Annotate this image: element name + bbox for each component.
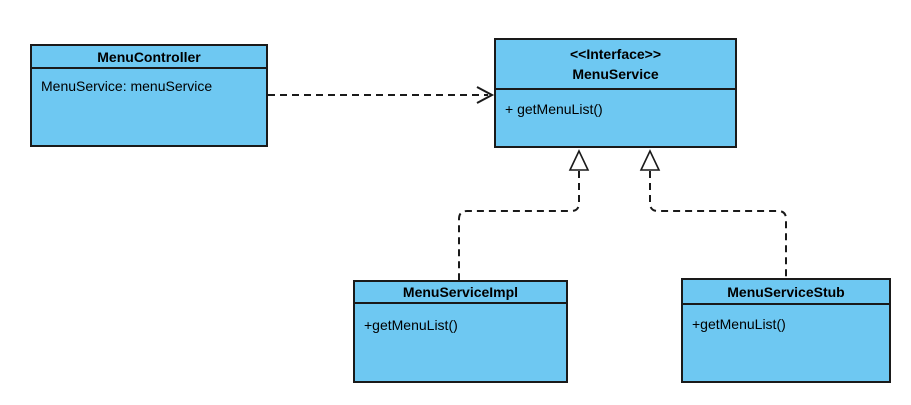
class-body-menu-service: + getMenuList() [496,90,735,146]
class-title-menu-service-stub: MenuServiceStub [683,280,889,305]
dependency-open-arrowhead [476,86,495,104]
class-title-label: MenuController [97,48,201,65]
class-title-menu-service-impl: MenuServiceImpl [355,282,566,304]
interface-stereotype-label: <<Interface>> [569,46,662,62]
method-get-menu-list: +getMenuList() [692,316,786,332]
realization-line-stub[interactable] [649,171,787,278]
class-title-label: MenuServiceImpl [402,284,519,300]
class-box-menu-controller[interactable]: MenuController MenuService: menuService [30,44,268,147]
class-box-menu-service-impl[interactable]: MenuServiceImpl +getMenuList() [353,280,568,383]
class-title-menu-controller: MenuController [32,46,266,69]
class-box-menu-service[interactable]: <<Interface>> MenuService + getMenuList(… [494,38,737,148]
realization-triangle-impl [568,149,590,171]
class-title-menu-service: <<Interface>> MenuService [496,40,735,90]
class-body-menu-service-stub: +getMenuList() [683,305,889,381]
class-title-label: MenuServiceStub [727,283,845,300]
class-title-label: MenuService [572,66,659,82]
class-body-menu-service-impl: +getMenuList() [355,304,566,381]
method-get-menu-list: + getMenuList() [505,101,603,117]
realization-triangle-stub [639,149,661,171]
method-get-menu-list: +getMenuList() [364,317,458,333]
class-body-menu-controller: MenuService: menuService [32,69,266,145]
class-box-menu-service-stub[interactable]: MenuServiceStub +getMenuList() [681,278,891,383]
realization-line-impl[interactable] [458,171,580,280]
attribute-menu-service-field: MenuService: menuService [41,78,213,94]
